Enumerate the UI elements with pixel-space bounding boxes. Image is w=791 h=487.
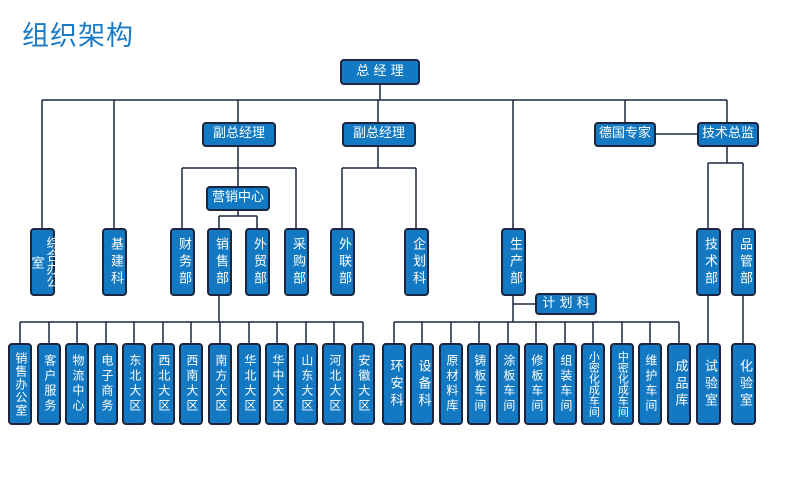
tech-director-node: 技术总监 [697,122,759,147]
production-sub-unit: 修板车间 [524,343,548,425]
tech-sub-unit: 试验室 [696,343,721,425]
vice-president-1-node: 副总经理 [202,122,276,147]
sales-sub-unit: 销售办公室 [8,343,32,425]
general-office-node: 综合办公室 [29,228,58,296]
sales-sub-unit: 物流中心 [65,343,89,425]
production-sub-unit: 维护车间 [638,343,662,425]
finance-node: 财务部 [170,228,195,296]
foreign-trade-node: 外贸部 [245,228,270,296]
planning-node: 企划科 [404,228,429,296]
technology-dept-node: 技术部 [696,228,721,296]
sales-sub-unit: 河北大区 [322,343,346,425]
production-sub-unit: 组装车间 [553,343,577,425]
production-sub-unit: 成品库 [667,343,691,425]
production-sub-unit: 原材料库 [439,343,463,425]
production-sub-unit: 小密化成车间 [581,343,605,425]
sales-dept-node: 销售部 [207,228,232,296]
sales-sub-unit: 华中大区 [265,343,289,425]
quality-dept-node: 品管部 [731,228,756,296]
sales-sub-unit: 安徽大区 [351,343,375,425]
vice-president-2-node: 副总经理 [342,122,416,147]
general-manager-node: 总 经 理 [340,59,420,85]
sales-sub-unit: 东北大区 [122,343,146,425]
production-sub-unit: 设备科 [410,343,434,425]
sales-sub-unit: 电子商务 [94,343,118,425]
production-dept-node: 生产部 [501,228,526,296]
sales-sub-unit: 山东大区 [294,343,318,425]
sales-sub-unit: 客户服务 [37,343,61,425]
quality-sub-unit: 化验室 [731,343,756,425]
production-sub-unit: 铸板车间 [467,343,491,425]
construction-node: 基建科 [102,228,127,296]
plan-dept-node: 计 划 科 [535,293,597,315]
purchasing-node: 采购部 [284,228,309,296]
sales-sub-unit: 西北大区 [151,343,175,425]
production-sub-unit: 环安科 [382,343,406,425]
sales-sub-unit: 南方大区 [208,343,232,425]
german-expert-node: 德国专家 [594,122,656,147]
production-sub-unit: 中密化成车间 [610,343,634,425]
page-title: 组织架构 [22,21,134,52]
sales-sub-unit: 西南大区 [179,343,203,425]
marketing-center-node: 营销中心 [206,186,270,211]
sales-sub-unit: 华北大区 [237,343,261,425]
external-relations-node: 外联部 [330,228,355,296]
production-sub-unit: 涂板车间 [496,343,520,425]
